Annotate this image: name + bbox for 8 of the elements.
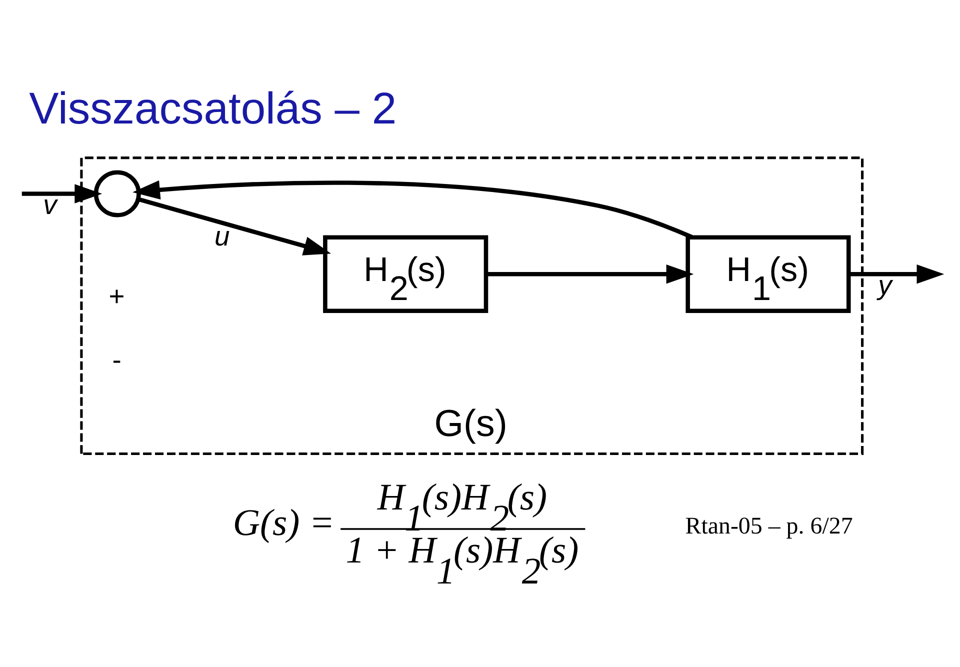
label: -: [112, 343, 122, 374]
label: +: [108, 280, 125, 311]
label: G(s) =: [232, 502, 334, 544]
edge-label: u: [214, 220, 230, 252]
label: Rtan-05 – p. 6/27: [685, 513, 853, 540]
edge-label: y: [878, 268, 892, 300]
edge-label: v: [43, 188, 57, 220]
diagram-title: Visszacsatolás – 2: [29, 84, 397, 133]
